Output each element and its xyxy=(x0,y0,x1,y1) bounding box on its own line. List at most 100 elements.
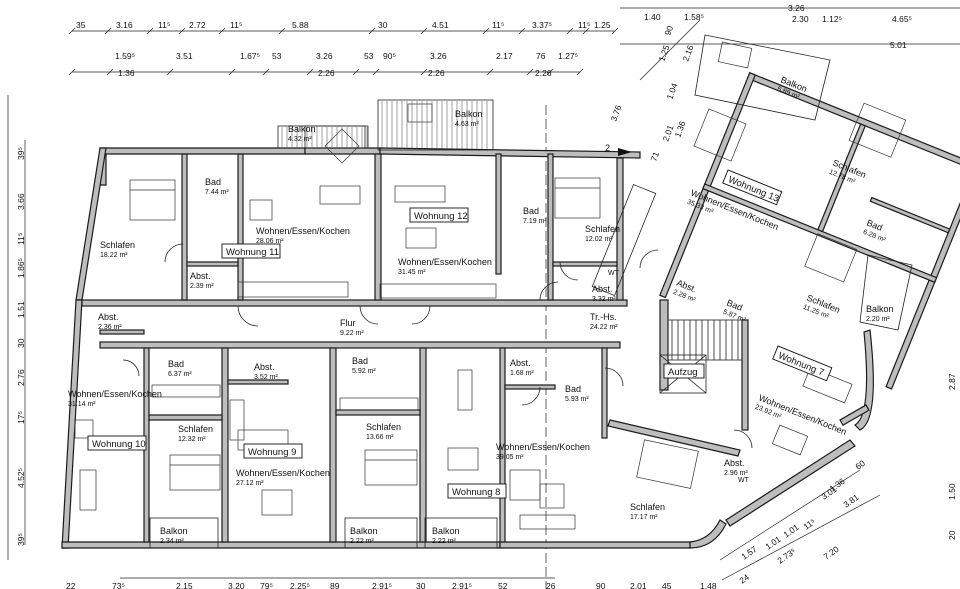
dimension-label: 3.26 xyxy=(788,3,805,13)
dimension-label: 2.17 xyxy=(496,51,513,61)
section-mark: 2 xyxy=(605,143,632,156)
room-area: 7.44 m² xyxy=(205,189,229,196)
dimension-label: 3.16 xyxy=(116,20,133,30)
apartment-tag: Wohnung 10 xyxy=(87,435,147,451)
dimension-label: 30 xyxy=(16,338,26,348)
dimension-label: 2.72 xyxy=(189,20,206,30)
room-area: 3.52 m² xyxy=(254,374,278,381)
room-label: Abst.2.36 m² xyxy=(98,312,122,331)
right-lower-walls xyxy=(607,299,874,527)
room-area: 2.39 m² xyxy=(190,283,214,290)
lift-marker: Aufzug xyxy=(663,363,705,379)
dimension-label: 39⁵ xyxy=(16,533,26,546)
room-area: 31.14 m² xyxy=(68,401,96,408)
dimension-tick xyxy=(482,27,490,35)
dimension-tick xyxy=(68,68,76,76)
dimension-label: 2.15 xyxy=(176,581,193,589)
dimension-label: 11⁵ xyxy=(801,516,817,531)
dimension-label: 90⁵ xyxy=(383,51,396,61)
dimension-label: 2.91⁵ xyxy=(452,581,472,589)
dimension-tick xyxy=(278,27,286,35)
dimension-label: 5.88 xyxy=(292,20,309,30)
room-name: Balkon xyxy=(866,304,894,314)
dimension-label: 1.59⁵ xyxy=(115,51,135,61)
dimension-label: 73⁵ xyxy=(112,581,125,589)
apartment-name: Wohnung 7 xyxy=(776,350,825,378)
dimension-label: 3.51 xyxy=(176,51,193,61)
dimension-label: 1.01 xyxy=(781,522,801,540)
dimension-label: 11⁵ xyxy=(578,20,590,30)
dimension-label: 2.25⁵ xyxy=(290,581,310,589)
dimension-label: 79⁵ xyxy=(260,581,273,589)
dimension-label: 3.26 xyxy=(316,51,333,61)
dimension-label: 39⁵ xyxy=(16,147,26,160)
dimension-tick xyxy=(486,68,494,76)
dimension-label: 1.58⁵ xyxy=(684,12,704,22)
room-area: 2.96 m² xyxy=(724,470,748,477)
door-swings xyxy=(122,243,753,449)
dimension-tick xyxy=(372,68,380,76)
dimension-label: 30 xyxy=(378,20,388,30)
dimension-label: 2.91⁵ xyxy=(372,581,392,589)
room-name: Schlafen xyxy=(366,422,401,432)
room-area: 13.66 m² xyxy=(366,434,394,441)
room-area: 6.28 m² xyxy=(862,229,887,245)
room-name: Balkon xyxy=(160,526,188,536)
dimension-tick xyxy=(420,68,428,76)
balconies xyxy=(149,34,913,549)
dimension-label: 11⁵ xyxy=(16,233,26,245)
room-name: Abst. xyxy=(592,284,613,294)
room-area: 4.63 m² xyxy=(455,121,479,128)
dimension-label: 3.66 xyxy=(16,193,26,210)
dimension-label: 11⁵ xyxy=(230,20,242,30)
dimension-label: 1.67⁵ xyxy=(240,51,260,61)
dimension-tick xyxy=(611,27,619,35)
room-name: Wohnen/Essen/Kochen xyxy=(68,389,162,399)
dimension-label: 76 xyxy=(536,51,546,61)
dimension-label: 11⁵ xyxy=(492,20,504,30)
dimension-label: 2.87 xyxy=(947,373,957,390)
room-name: Schlafen xyxy=(585,224,620,234)
room-label: Abst. 2.39 m² xyxy=(190,271,214,290)
dimension-label: 3.26 xyxy=(430,51,447,61)
dimension-label: 2.30 xyxy=(792,14,809,24)
dimension-label: 1.40 xyxy=(644,12,661,22)
room-area: 12.02 m² xyxy=(585,236,613,243)
room-area: 7.19 m² xyxy=(523,218,547,225)
room-area: 6.37 m² xyxy=(168,371,192,378)
room-area: 2.22 m² xyxy=(432,538,456,545)
room-area: 2.36 m² xyxy=(98,324,122,331)
dimension-tick xyxy=(166,68,174,76)
dimension-tick xyxy=(368,27,376,35)
dimension-label: 71 xyxy=(648,150,661,163)
room-name: Abst. xyxy=(190,271,211,281)
dimension-tick xyxy=(566,27,574,35)
dimension-label: 1.51 xyxy=(16,301,26,318)
dimension-label: 2.76 xyxy=(16,369,26,386)
dimension-label: 1.48 xyxy=(700,581,717,589)
room-name: Wohnen/Essen/Kochen xyxy=(496,442,590,452)
dimension-label: 2.26 xyxy=(318,68,335,78)
room-name: Bad xyxy=(352,356,368,366)
dimension-label: 17⁵ xyxy=(16,411,26,424)
room-name: Schlafen xyxy=(100,240,135,250)
dimension-tick xyxy=(106,68,114,76)
room-label: Tr.-Hs.24.22 m² xyxy=(590,312,618,331)
room-name: Bad xyxy=(565,384,581,394)
dimension-label: 1.36 xyxy=(672,119,687,138)
dimension-tick xyxy=(518,27,526,35)
room-label: Wohnen/Essen/Kochen 31.14 m² xyxy=(68,389,162,408)
dimension-label: 22 xyxy=(66,581,76,589)
room-area: 12.32 m² xyxy=(178,436,206,443)
dimension-label: 1.86⁵ xyxy=(16,258,26,278)
